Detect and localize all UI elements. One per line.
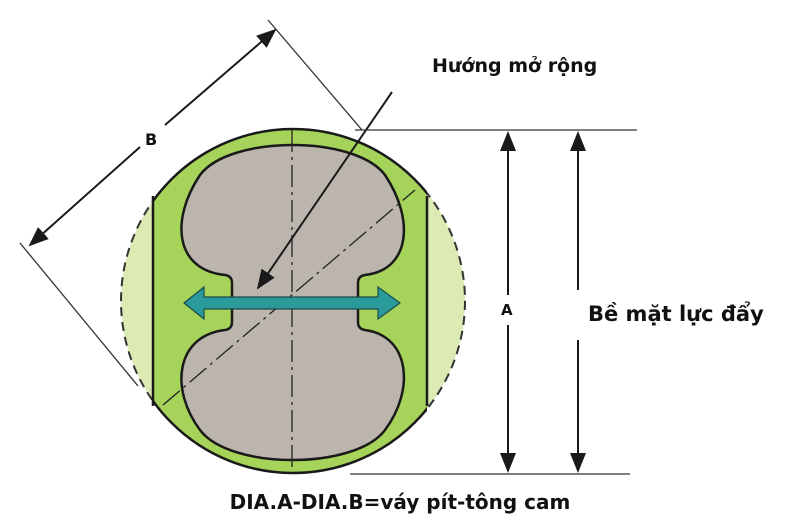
expansion-direction-arrow: [256, 91, 393, 290]
diagonal-centerline: [162, 189, 416, 406]
thrust-surface-label: Bề mặt lực đẩy: [588, 302, 764, 326]
dim-b-label: B: [145, 130, 158, 149]
expansion-direction-label: Hướng mở rộng: [432, 55, 598, 77]
dim-b-line: [28, 146, 141, 247]
dim-b-extension-top: [267, 19, 363, 131]
dim-b-extension-bottom: [19, 242, 139, 387]
caption: DIA.A-DIA.B=váy pít-tông cam: [229, 490, 571, 514]
dim-b-line-top: [164, 28, 277, 126]
dim-a-label: A: [501, 301, 513, 319]
thrust-double-arrow: [183, 285, 402, 321]
